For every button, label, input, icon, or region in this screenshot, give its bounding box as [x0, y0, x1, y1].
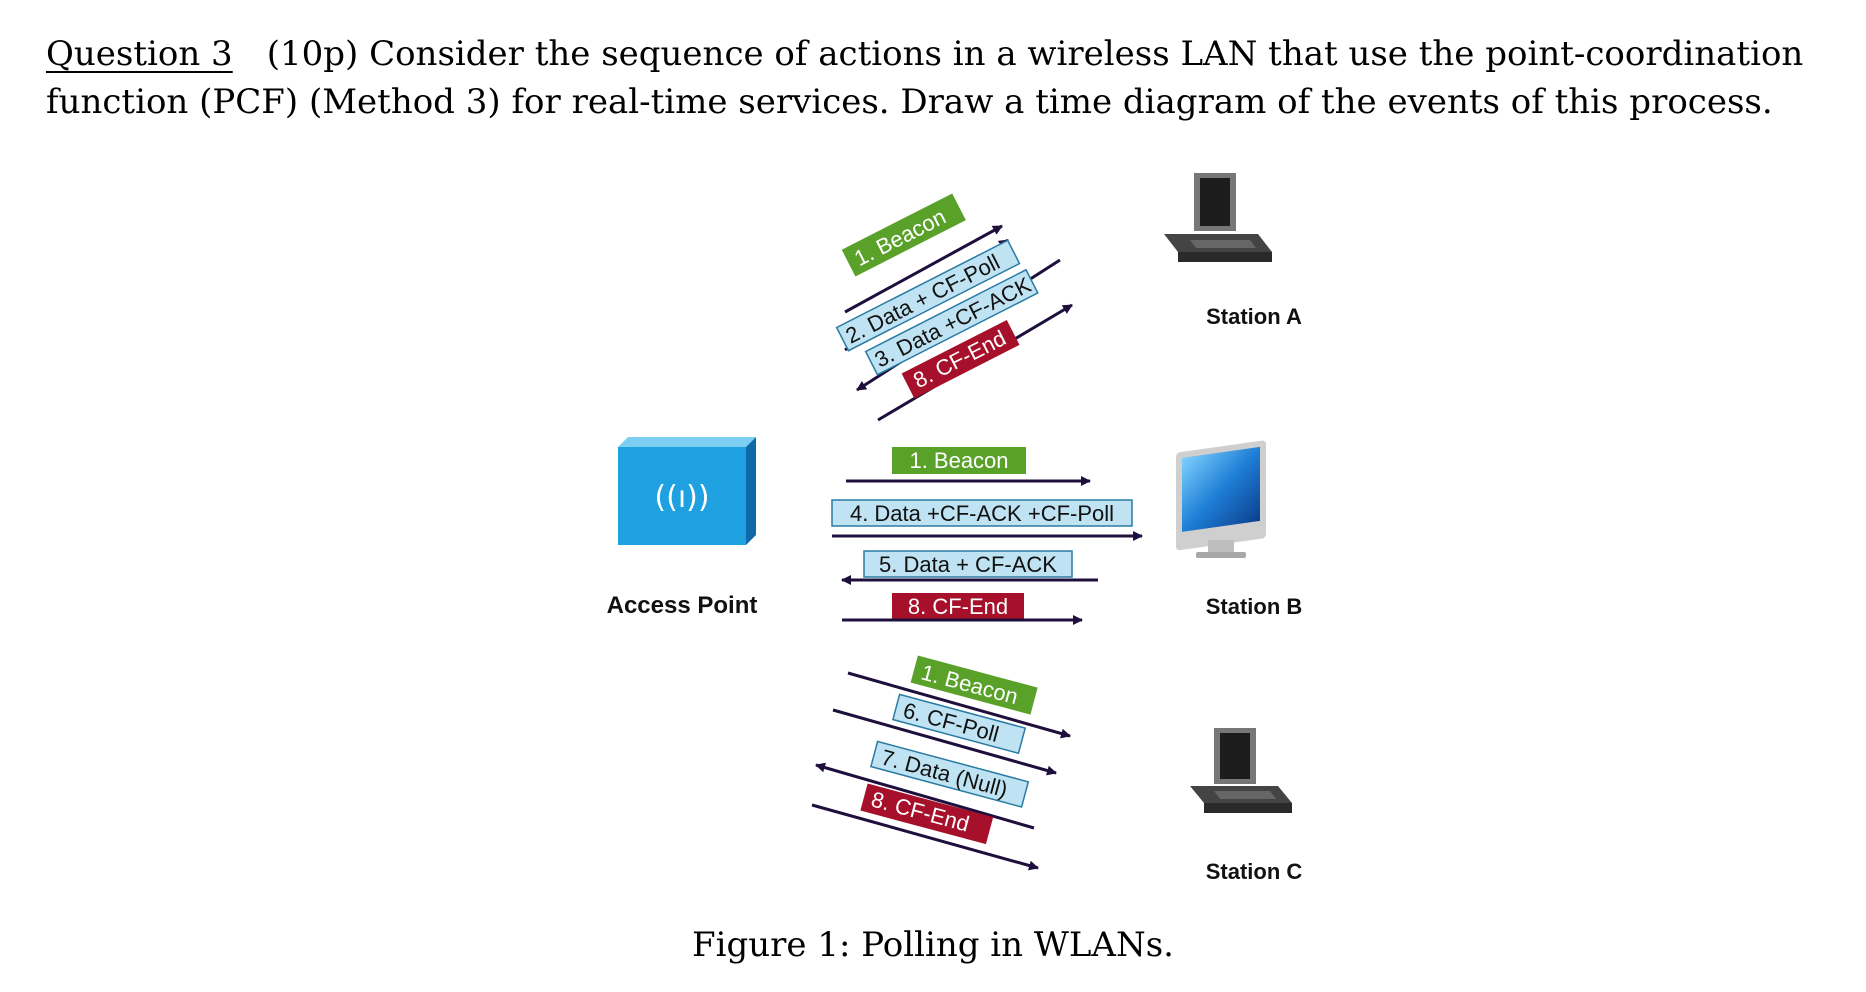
station-b-label: Station B — [1206, 594, 1303, 619]
figure-caption: Figure 1: Polling in WLANs. — [692, 925, 1174, 965]
station-c-computer-icon — [1190, 728, 1292, 813]
station-a-computer-icon — [1164, 173, 1272, 262]
question-line-2: function (PCF) (Method 3) for real-time … — [46, 82, 1773, 122]
svg-text:((ı)): ((ı)) — [654, 480, 709, 515]
station-b-monitor-icon — [1176, 440, 1266, 558]
msg-b-beacon: 1. Beacon — [909, 448, 1008, 473]
question-line-1: Consider the sequence of actions in a wi… — [369, 34, 1804, 74]
station-a-messages: 1. Beacon 2. Data + CF-Poll 3. Data +CF-… — [835, 193, 1073, 422]
access-point-icon: ((ı)) — [618, 437, 756, 545]
msg-b-data-cf-ack: 5. Data + CF-ACK — [879, 552, 1057, 577]
question-points: (10p) — [266, 34, 359, 74]
msg-a-beacon: 1. Beacon — [850, 204, 950, 271]
question-label: Question 3 — [46, 34, 233, 74]
msg-b-data-cf-ack-cf-poll: 4. Data +CF-ACK +CF-Poll — [850, 501, 1114, 526]
station-b-messages: 1. Beacon 4. Data +CF-ACK +CF-Poll 5. Da… — [831, 447, 1143, 625]
station-a-label: Station A — [1206, 304, 1302, 329]
station-c-label: Station C — [1206, 859, 1303, 884]
station-c-messages: 1. Beacon 6. CF-Poll 7. Data (Null) 8. C… — [811, 655, 1071, 871]
msg-c-beacon: 1. Beacon — [919, 660, 1021, 710]
question-text: Question 3 (10p) Consider the sequence of… — [46, 30, 1846, 126]
msg-b-cf-end: 8. CF-End — [908, 594, 1008, 619]
msg-c-cf-poll: 6. CF-Poll — [901, 698, 1002, 747]
access-point-label: Access Point — [607, 592, 758, 619]
